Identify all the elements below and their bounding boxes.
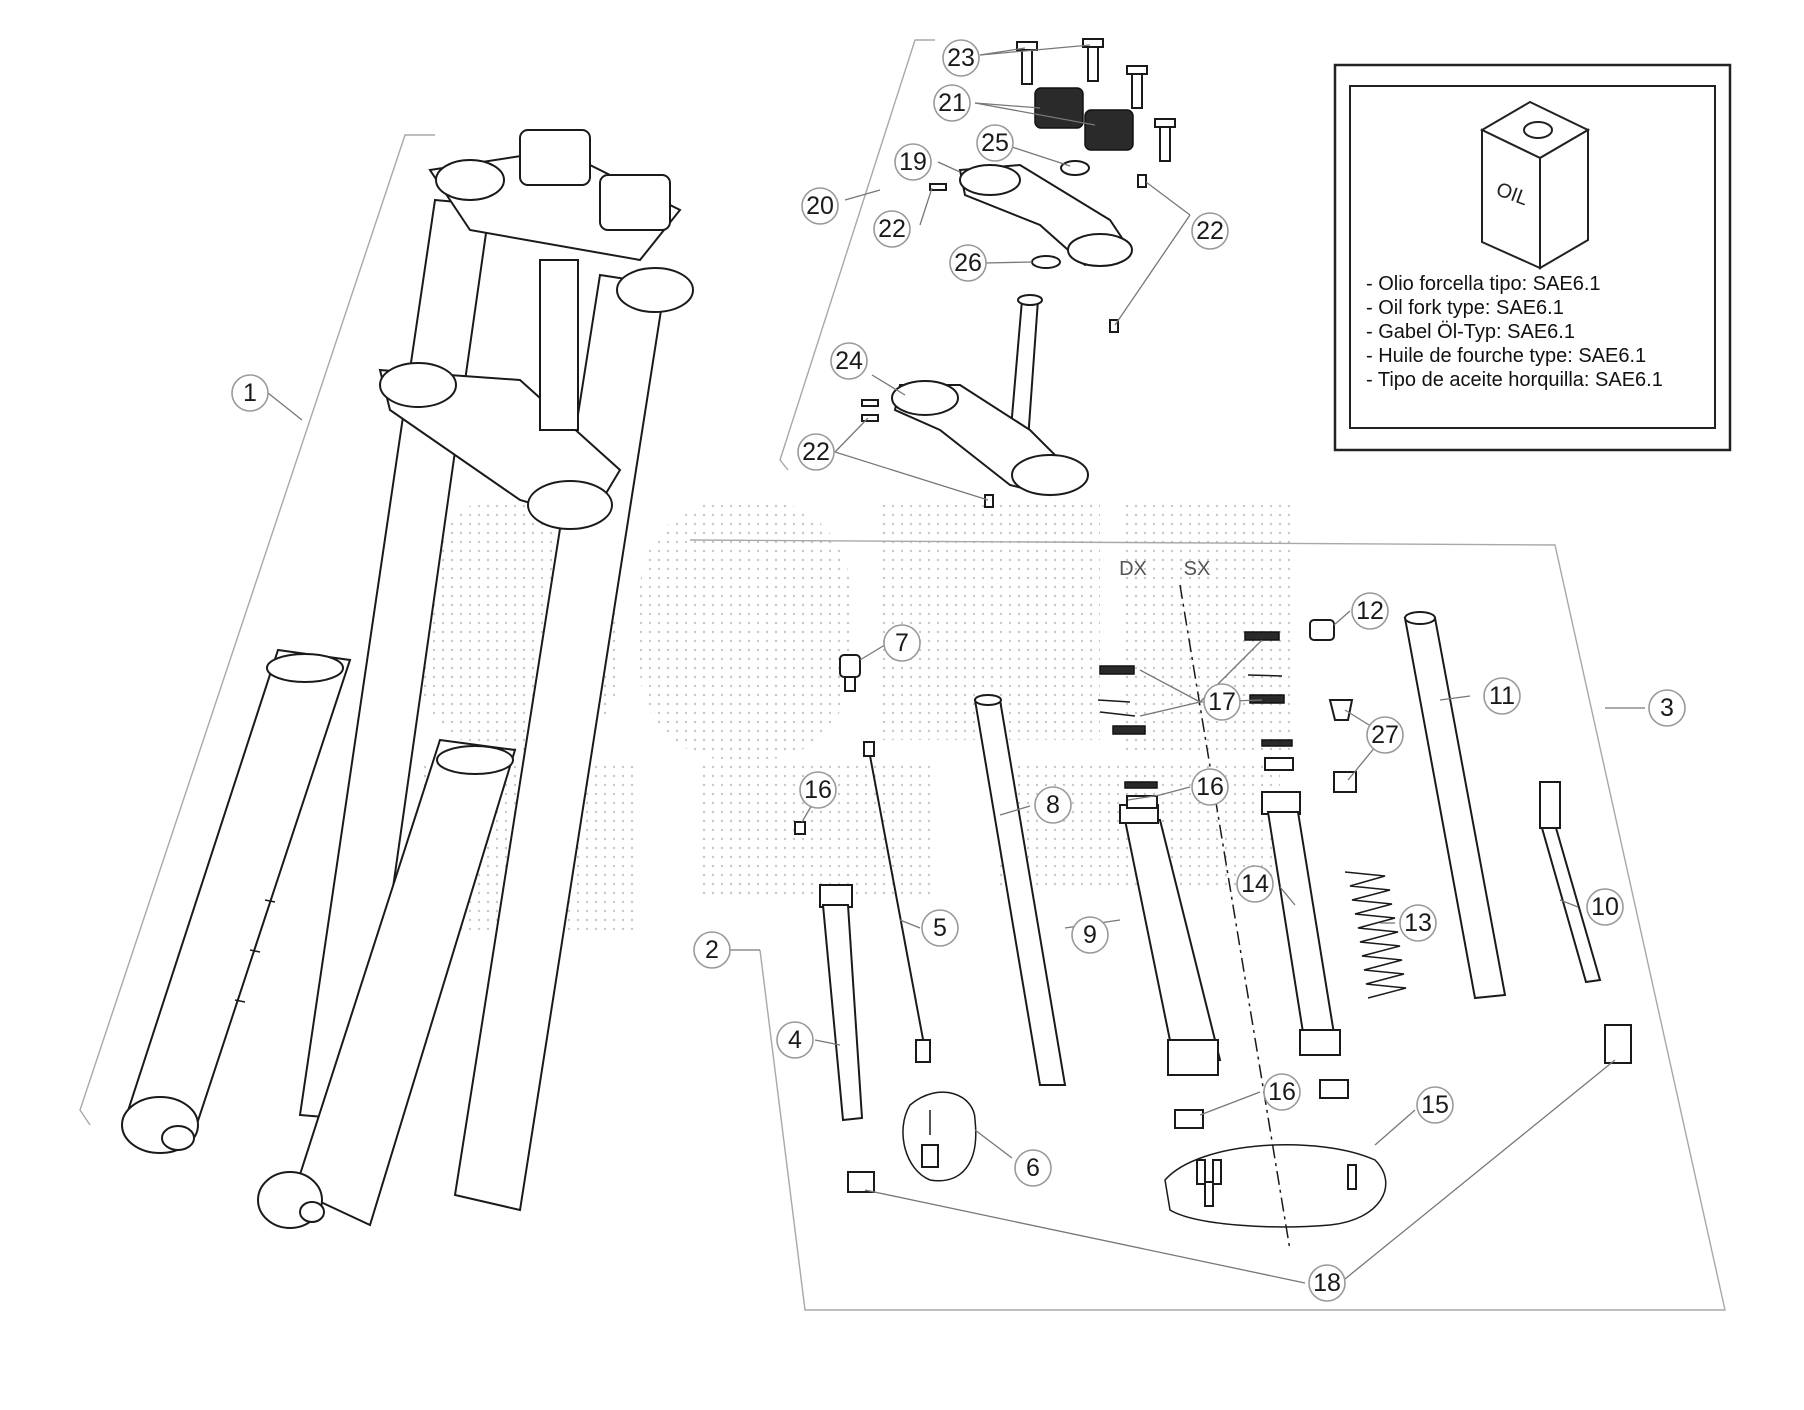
svg-text:3: 3	[1660, 694, 1674, 722]
callout-16c: 16	[1263, 1073, 1301, 1111]
callout-16a: 16	[799, 771, 837, 809]
callout-1: 1	[231, 374, 269, 412]
svg-text:2: 2	[705, 936, 719, 964]
svg-text:6: 6	[1026, 1154, 1040, 1182]
dx-label: DX	[1119, 558, 1147, 580]
svg-text:18: 18	[1313, 1269, 1341, 1297]
svg-text:10: 10	[1591, 893, 1619, 921]
callout-21: 21	[933, 84, 971, 122]
callout-16b: 16	[1191, 768, 1229, 806]
svg-text:23: 23	[947, 44, 975, 72]
callout-8: 8	[1034, 786, 1072, 824]
svg-text:22: 22	[878, 215, 906, 243]
callout-22b: 22	[1191, 212, 1229, 250]
callout-6: 6	[1014, 1149, 1052, 1187]
svg-text:11: 11	[1489, 682, 1515, 710]
callout-14: 14	[1236, 865, 1274, 903]
oil-note-it: - Olio forcella tipo: SAE6.1	[1366, 273, 1601, 295]
callout-12: 12	[1351, 592, 1389, 630]
oil-note-fr: - Huile de fourche type: SAE6.1	[1366, 345, 1646, 367]
svg-text:20: 20	[806, 192, 834, 220]
callout-10: 10	[1586, 888, 1624, 926]
callout-22a: 22	[873, 210, 911, 248]
oil-note-de: - Gabel Öl-Typ: SAE6.1	[1366, 321, 1575, 343]
svg-text:4: 4	[788, 1026, 802, 1054]
svg-text:7: 7	[895, 629, 909, 657]
svg-text:9: 9	[1083, 921, 1097, 949]
callouts: 1 2 3 4 5 6 7 8 9 10 11 12 13 14 15 16 1…	[231, 39, 1686, 1302]
callout-5: 5	[921, 909, 959, 947]
svg-text:22: 22	[802, 438, 830, 466]
svg-text:8: 8	[1046, 791, 1060, 819]
fork-assembly	[79, 129, 694, 1229]
callout-13: 13	[1399, 904, 1437, 942]
fork-internals	[689, 539, 1726, 1311]
oil-spec-box: OIL - Olio forcella tipo: SAE6.1 - Oil f…	[1333, 63, 1732, 452]
svg-text:13: 13	[1404, 909, 1432, 937]
sx-label: SX	[1184, 558, 1211, 580]
svg-text:1: 1	[243, 379, 257, 407]
callout-24: 24	[830, 342, 868, 380]
callout-9: 9	[1071, 916, 1109, 954]
svg-text:5: 5	[933, 914, 947, 942]
svg-text:24: 24	[835, 347, 863, 375]
svg-text:26: 26	[954, 249, 982, 277]
svg-text:12: 12	[1356, 597, 1384, 625]
callout-22c: 22	[797, 433, 835, 471]
callout-27: 27	[1366, 716, 1404, 754]
callout-18: 18	[1308, 1264, 1346, 1302]
svg-text:16: 16	[1268, 1078, 1296, 1106]
callout-23: 23	[942, 39, 980, 77]
callout-4: 4	[776, 1021, 814, 1059]
oil-can-icon: OIL	[1479, 100, 1591, 270]
steering-clamp-exploded	[779, 38, 1176, 508]
callout-11: 11	[1483, 677, 1521, 715]
svg-text:27: 27	[1371, 721, 1399, 749]
svg-text:22: 22	[1196, 217, 1224, 245]
callout-26: 26	[949, 244, 987, 282]
svg-text:16: 16	[1196, 773, 1224, 801]
oil-note-es: - Tipo de aceite horquilla: SAE6.1	[1366, 369, 1663, 391]
callout-7: 7	[883, 624, 921, 662]
callout-16d: 16	[1196, 773, 1224, 801]
callout-15: 15	[1416, 1086, 1454, 1124]
callout-2: 2	[693, 931, 731, 969]
callout-19: 19	[894, 143, 932, 181]
callout-25: 25	[976, 124, 1014, 162]
callout-20: 20	[801, 187, 839, 225]
svg-text:25: 25	[981, 129, 1009, 157]
svg-text:21: 21	[938, 89, 966, 117]
svg-text:17: 17	[1208, 688, 1236, 716]
callout-17: 17	[1203, 683, 1241, 721]
callout-3: 3	[1648, 689, 1686, 727]
svg-text:19: 19	[899, 148, 927, 176]
svg-text:16: 16	[804, 776, 832, 804]
oil-note-en: - Oil fork type: SAE6.1	[1366, 297, 1564, 319]
svg-text:14: 14	[1241, 870, 1269, 898]
svg-text:15: 15	[1421, 1091, 1449, 1119]
